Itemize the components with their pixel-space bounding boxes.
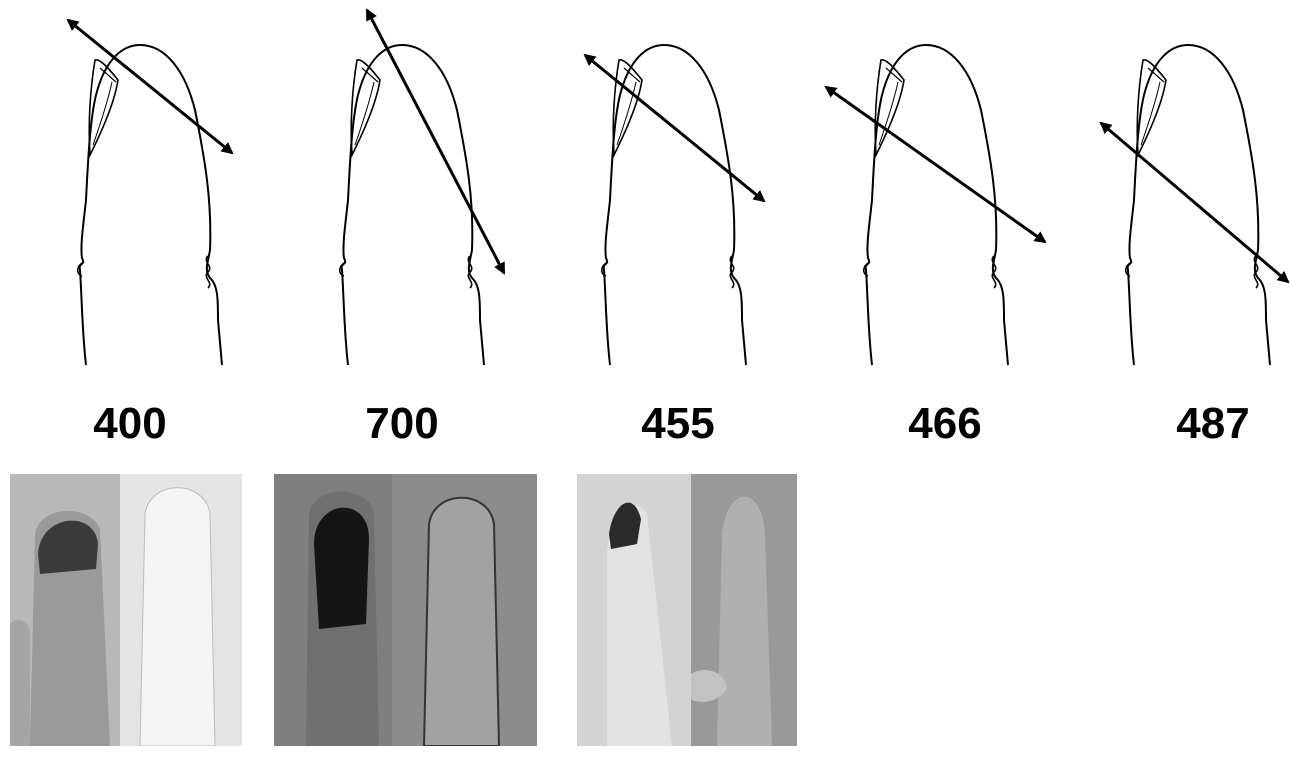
panel-label-466: 466 bbox=[835, 402, 1055, 446]
panel-label-455: 455 bbox=[568, 402, 788, 446]
clinical-photo-1 bbox=[10, 474, 242, 746]
incision-arrow-466 bbox=[826, 87, 1045, 242]
panel-label-700: 700 bbox=[292, 402, 512, 446]
incision-arrow-700 bbox=[367, 10, 504, 273]
finger-outline-455 bbox=[602, 45, 746, 365]
incision-arrow-400 bbox=[68, 20, 232, 153]
clinical-photo-3 bbox=[577, 474, 797, 746]
panel-label-487: 487 bbox=[1103, 402, 1290, 446]
finger-outline-400 bbox=[78, 45, 222, 365]
panel-label-400: 400 bbox=[20, 402, 240, 446]
finger-outline-466 bbox=[864, 45, 1008, 365]
clinical-photo-2 bbox=[274, 474, 537, 746]
